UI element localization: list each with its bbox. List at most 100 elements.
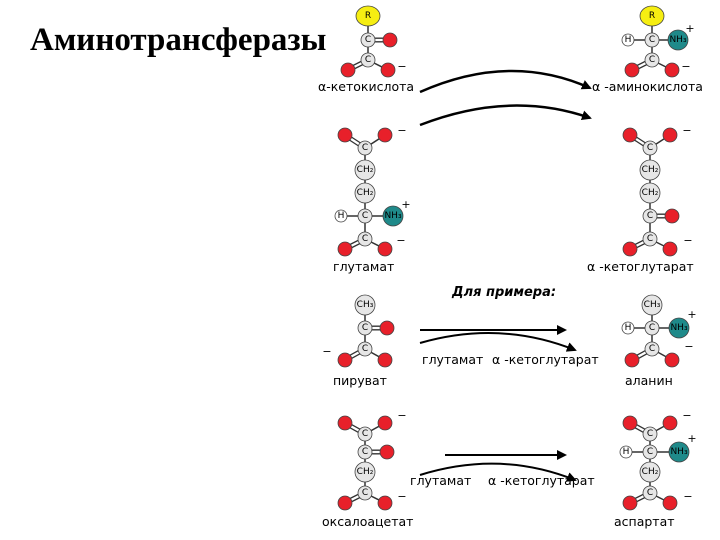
oxygen-atom: [337, 127, 353, 143]
minus-charge: −: [396, 234, 405, 247]
label-glutamate: глутамат: [333, 259, 394, 274]
label-cofactor-ketoglutarate-1: α -кетоглутарат: [492, 352, 599, 367]
ch2-group: CH₂: [639, 461, 661, 483]
oxygen-atom: [340, 62, 356, 78]
svg-text:H: H: [623, 447, 630, 457]
carbon-atom: C: [357, 444, 373, 460]
oxygen-atom: [624, 62, 640, 78]
plus-charge: +: [685, 22, 694, 35]
carbon-atom: C: [642, 231, 658, 247]
ch2-group: CH₂: [354, 159, 376, 181]
oxygen-atom: [377, 495, 393, 511]
oxygen-atom: [379, 320, 395, 336]
svg-text:C: C: [362, 447, 368, 457]
oxygen-atom: [377, 127, 393, 143]
label-oxaloacetate: оксалоацетат: [322, 514, 413, 529]
carbon-atom: C: [360, 32, 376, 48]
oxygen-atom: [662, 241, 678, 257]
minus-charge: −: [397, 60, 406, 73]
reaction-arrow-top: [419, 69, 592, 94]
svg-text:C: C: [365, 35, 371, 45]
svg-text:C: C: [362, 323, 368, 333]
carbon-atom: C: [357, 208, 373, 224]
oxygen-atom: [662, 415, 678, 431]
ch2-group: CH₂: [639, 159, 661, 181]
svg-text:C: C: [649, 344, 655, 354]
minus-charge: −: [683, 234, 692, 247]
label-amino-acid: α -аминокислота: [592, 79, 703, 94]
svg-text:CH₂: CH₂: [357, 165, 374, 175]
minus-charge: −: [681, 60, 690, 73]
hydrogen-atom: H: [619, 445, 633, 459]
oxygen-atom: [622, 241, 638, 257]
svg-text:C: C: [362, 143, 368, 153]
oxygen-atom: [624, 352, 640, 368]
label-cofactor-ketoglutarate-2: α -кетоглутарат: [488, 473, 595, 488]
ch3-group: CH₃: [354, 294, 376, 316]
svg-text:C: C: [362, 488, 368, 498]
svg-text:C: C: [649, 55, 655, 65]
minus-charge: −: [322, 345, 331, 358]
svg-text:H: H: [625, 323, 632, 333]
oxygen-atom: [377, 415, 393, 431]
carbon-atom: C: [642, 485, 658, 501]
label-cofactor-glutamate-2: глутамат: [410, 473, 471, 488]
carbon-atom: C: [357, 320, 373, 336]
label-alpha-ketoglutarate: α -кетоглутарат: [587, 259, 694, 274]
oxygen-atom: [622, 415, 638, 431]
oxygen-atom: [337, 415, 353, 431]
page-title: Аминотрансферазы: [30, 22, 327, 58]
oxygen-atom: [622, 495, 638, 511]
r-group-atom: R: [639, 5, 665, 27]
minus-charge: −: [682, 409, 691, 422]
carbon-atom: C: [357, 426, 373, 442]
carbon-atom: C: [644, 320, 660, 336]
svg-text:C: C: [647, 143, 653, 153]
minus-charge: −: [397, 490, 406, 503]
oxygen-atom: [664, 352, 680, 368]
ch2-group: CH₂: [354, 461, 376, 483]
oxygen-atom: [379, 444, 395, 460]
svg-text:C: C: [647, 211, 653, 221]
oxygen-atom: [337, 352, 353, 368]
svg-text:C: C: [362, 344, 368, 354]
svg-text:CH₂: CH₂: [642, 165, 659, 175]
svg-text:C: C: [647, 429, 653, 439]
amino-group: NH₃: [668, 317, 690, 339]
carbon-atom: C: [642, 140, 658, 156]
carbon-atom: C: [357, 140, 373, 156]
svg-text:C: C: [647, 447, 653, 457]
hydrogen-atom: H: [621, 33, 635, 47]
carbon-atom: C: [644, 52, 660, 68]
label-alanine: аланин: [625, 373, 673, 388]
svg-text:NH₃: NH₃: [670, 323, 688, 333]
plus-charge: +: [401, 198, 410, 211]
svg-text:NH₃: NH₃: [670, 447, 688, 457]
svg-text:CH₂: CH₂: [642, 188, 659, 198]
svg-text:C: C: [649, 35, 655, 45]
oxygen-atom: [664, 62, 680, 78]
svg-text:H: H: [625, 35, 632, 45]
svg-text:CH₃: CH₃: [644, 300, 661, 310]
oxygen-atom: [662, 127, 678, 143]
reaction-arrow-middle: [419, 104, 592, 127]
amino-group: NH₃: [667, 29, 689, 51]
label-keto-acid: α-кетокислота: [318, 79, 414, 94]
svg-text:C: C: [365, 55, 371, 65]
svg-text:C: C: [362, 211, 368, 221]
svg-text:C: C: [362, 429, 368, 439]
ch2-group: CH₂: [639, 182, 661, 204]
amino-group: NH₃: [382, 205, 404, 227]
carbon-atom: C: [357, 485, 373, 501]
oxygen-atom: [622, 127, 638, 143]
label-cofactor-glutamate-1: глутамат: [422, 352, 483, 367]
carbon-atom: C: [644, 341, 660, 357]
ch3-group: CH₃: [641, 294, 663, 316]
svg-text:C: C: [647, 234, 653, 244]
